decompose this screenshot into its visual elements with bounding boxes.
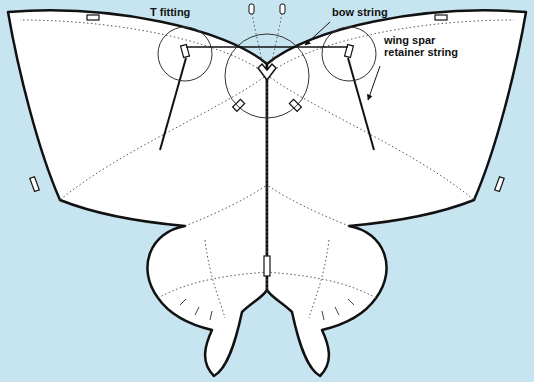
part-label: T fitting [150,6,220,18]
part-label: bow string [332,6,412,18]
part-label: wing spar retainer string [384,34,464,58]
